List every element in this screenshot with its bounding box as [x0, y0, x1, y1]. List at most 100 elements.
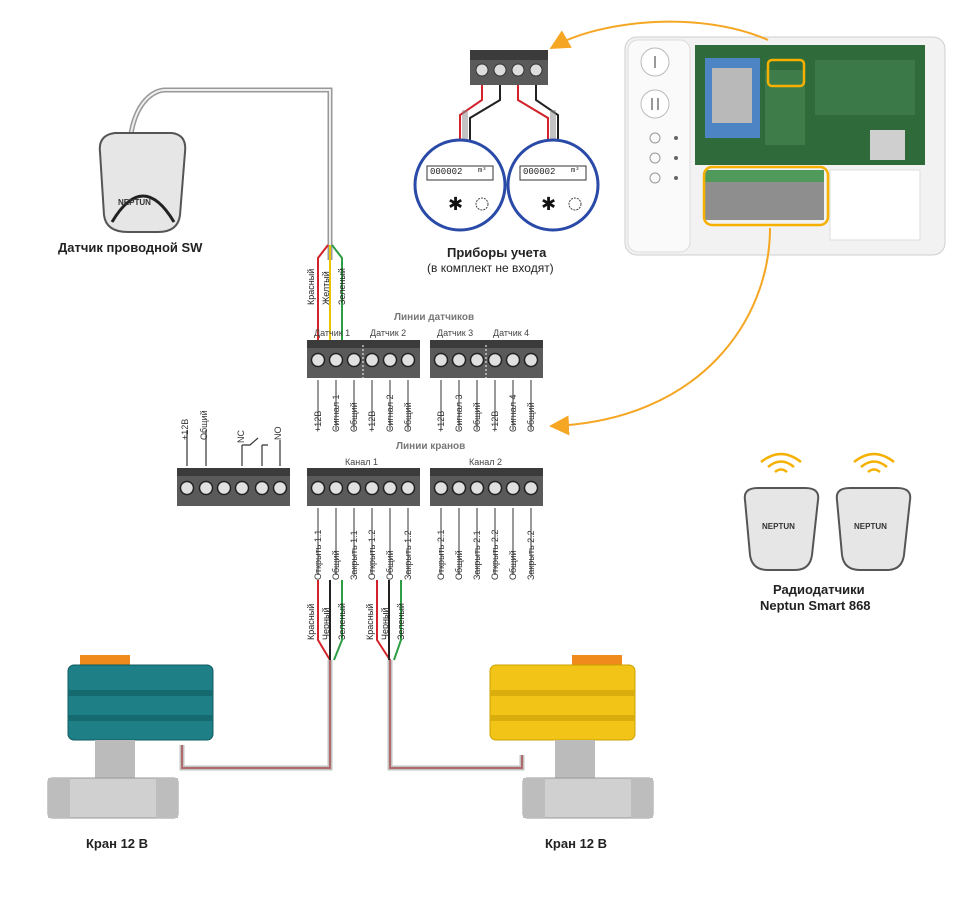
main-terminal-highlight [702, 165, 830, 227]
power-terminal-screw-3 [216, 480, 232, 496]
valve-pin-label-3: Закрыть 1.1 [349, 530, 359, 580]
sensor-pin-label-4: +12В [367, 410, 377, 432]
power-pin-12v-label: +12В [180, 418, 190, 440]
valve-left [47, 655, 214, 819]
valve-left-wire-black-label: Черный [321, 607, 331, 640]
arrow-to-terminal-blocks [549, 227, 771, 436]
valve-terminal-screw-11 [505, 480, 521, 496]
radio-sensor-2-logo: NEPTUN [854, 522, 887, 531]
power-terminal-block [177, 468, 290, 506]
radio-sensor-1 [743, 452, 820, 571]
sensor-terminal-screw-7 [433, 352, 449, 368]
valve-channel-2-label: Канал 2 [469, 457, 502, 467]
valve-lines-title: Линии кранов [396, 441, 466, 452]
valve-terminal-screw-7 [433, 480, 449, 496]
power-pin-no-label: NO [273, 426, 283, 441]
sensor-pin-label-7: +12В [436, 410, 446, 432]
valve-terminal-screw-6 [400, 480, 416, 496]
sensor-terminal-screw-1 [310, 352, 326, 368]
wired-sensor-logo: NEPTUN [118, 198, 151, 207]
sensor-wire-yellow-label: Желтый [321, 271, 331, 305]
power-terminal-screw-5 [254, 480, 270, 496]
wired-sensor-label: Датчик проводной SW [58, 240, 203, 255]
valve-pin-label-5: Общий [385, 550, 395, 580]
valve-right [489, 655, 654, 819]
sensor-pin-label-5: Сигнал 2 [385, 394, 395, 432]
valve-terminal-screw-10 [487, 480, 503, 496]
meter-1-reading: 000002 [430, 167, 463, 177]
power-terminal-screw-4 [234, 480, 250, 496]
meter-terminal-highlight [766, 58, 806, 88]
valve-left-wire-green-label: Зеленый [337, 603, 347, 640]
valve-pin-label-12: Закрыть 2.2 [526, 530, 536, 580]
valve-pin-label-7: Открыть 2.1 [436, 529, 446, 580]
sensor-group-2-label: Датчик 2 [370, 328, 407, 338]
valve-pin-label-6: Закрыть 1.2 [403, 530, 413, 580]
valve-terminal-screw-1 [310, 480, 326, 496]
power-pin-common-label: Общий [199, 410, 209, 440]
meter-2-reading: 000002 [523, 167, 556, 177]
valve-pin-label-9: Закрыть 2.1 [472, 530, 482, 580]
water-meter-2: ✱ [506, 138, 600, 232]
sensor-pin-label-10: +12В [490, 410, 500, 432]
sensor-pin-label-3: Общий [349, 402, 359, 432]
meters-label-line1: Приборы учета [447, 245, 547, 260]
sensor-lines-title: Линии датчиков [394, 312, 475, 323]
sensor-terminal-screw-6 [400, 352, 416, 368]
radio-sensor-2 [835, 452, 912, 571]
sensor-pin-label-12: Общий [526, 402, 536, 432]
sensor-terminal-screw-5 [382, 352, 398, 368]
valve-terminal-screw-5 [382, 480, 398, 496]
sensor-terminal-screw-2 [328, 352, 344, 368]
valve-pin-label-2: Общий [331, 550, 341, 580]
sensor-wire-red-label: Красный [306, 268, 316, 305]
controller-button-2-icon[interactable] [640, 89, 670, 119]
sensor-pin-label-8: Сигнал 3 [454, 394, 464, 432]
arrow-to-meter-terminal [549, 20, 769, 49]
sensor-terminal-screw-4 [364, 352, 380, 368]
sensor-pin-label-9: Общий [472, 402, 482, 432]
sensor-terminal-screw-3 [346, 352, 362, 368]
valve-left-label: Кран 12 В [86, 836, 149, 851]
sensor-group-3-label: Датчик 3 [437, 328, 474, 338]
valve-right-wire-green-label: Зеленый [396, 603, 406, 640]
valve-pin-label-8: Общий [454, 550, 464, 580]
valve-right-wire-red-label: Красный [365, 603, 375, 640]
valve-pin-label-1: Открыть 1.1 [313, 529, 323, 580]
meter-star-icon: ✱ [541, 194, 556, 215]
controller-unit [624, 36, 946, 256]
valve-terminal-screw-3 [346, 480, 362, 496]
meter-terminal-block [470, 50, 548, 85]
power-pin-nc-label: NC [236, 430, 246, 443]
sensor-terminal-screw-9 [469, 352, 485, 368]
sensor-group-1-label: Датчик 1 [314, 328, 351, 338]
valve-terminal-screw-9 [469, 480, 485, 496]
sensor-terminal-screw-10 [487, 352, 503, 368]
sensor-pin-label-6: Общий [403, 402, 413, 432]
sensor-pin-label-2: Сигнал 1 [331, 394, 341, 432]
valve-terminal-screw-8 [451, 480, 467, 496]
meters-label-line2: (в комплект не входят) [427, 261, 554, 275]
sensor-group-4-label: Датчик 4 [493, 328, 530, 338]
valve-pin-label-11: Общий [508, 550, 518, 580]
sensor-wire-green-label: Зеленый [337, 268, 347, 305]
power-terminal-screw-6 [272, 480, 288, 496]
power-terminal-screw-1 [179, 480, 195, 496]
sensor-pin-label-1: +12В [313, 410, 323, 432]
valve-right-label: Кран 12 В [545, 836, 608, 851]
meter-star-icon: ✱ [448, 194, 463, 215]
sensor-terminal-screw-11 [505, 352, 521, 368]
valve-left-wire-red-label: Красный [306, 603, 316, 640]
sensor-terminal-screw-12 [523, 352, 539, 368]
radio-label-line1: Радиодатчики [773, 582, 865, 597]
valve-terminal-screw-12 [523, 480, 539, 496]
valve-right-wire-black-label: Черный [380, 607, 390, 640]
wifi-icon [853, 452, 895, 474]
power-terminal-screw-2 [198, 480, 214, 496]
radio-sensor-1-logo: NEPTUN [762, 522, 795, 531]
meter-1-unit: m³ [478, 167, 487, 175]
sensor-pin-label-11: Сигнал 4 [508, 394, 518, 432]
wired-sensor [98, 87, 333, 260]
valve-pin-label-4: Открыть 1.2 [367, 529, 377, 580]
